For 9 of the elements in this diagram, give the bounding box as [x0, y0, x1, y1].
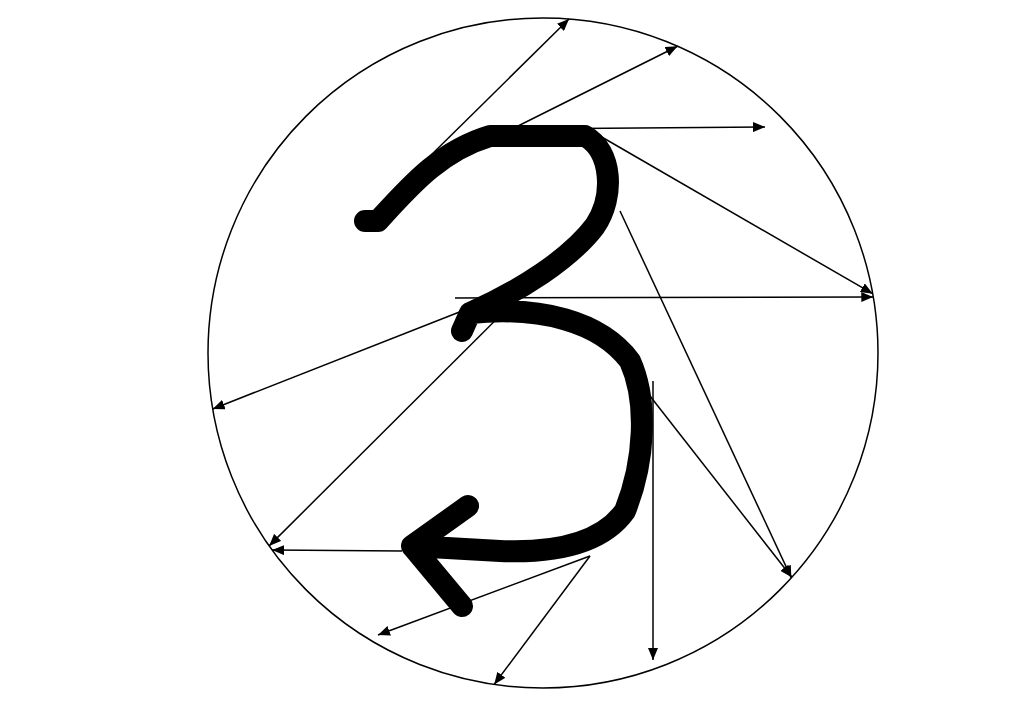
arrow — [619, 210, 793, 579]
arrow — [493, 555, 591, 686]
arrow — [649, 395, 793, 579]
circle-outline — [207, 17, 879, 689]
arrow — [377, 555, 591, 636]
arrow — [454, 292, 875, 303]
arrow — [271, 545, 403, 556]
arrow — [599, 135, 874, 295]
arrow — [648, 380, 658, 661]
